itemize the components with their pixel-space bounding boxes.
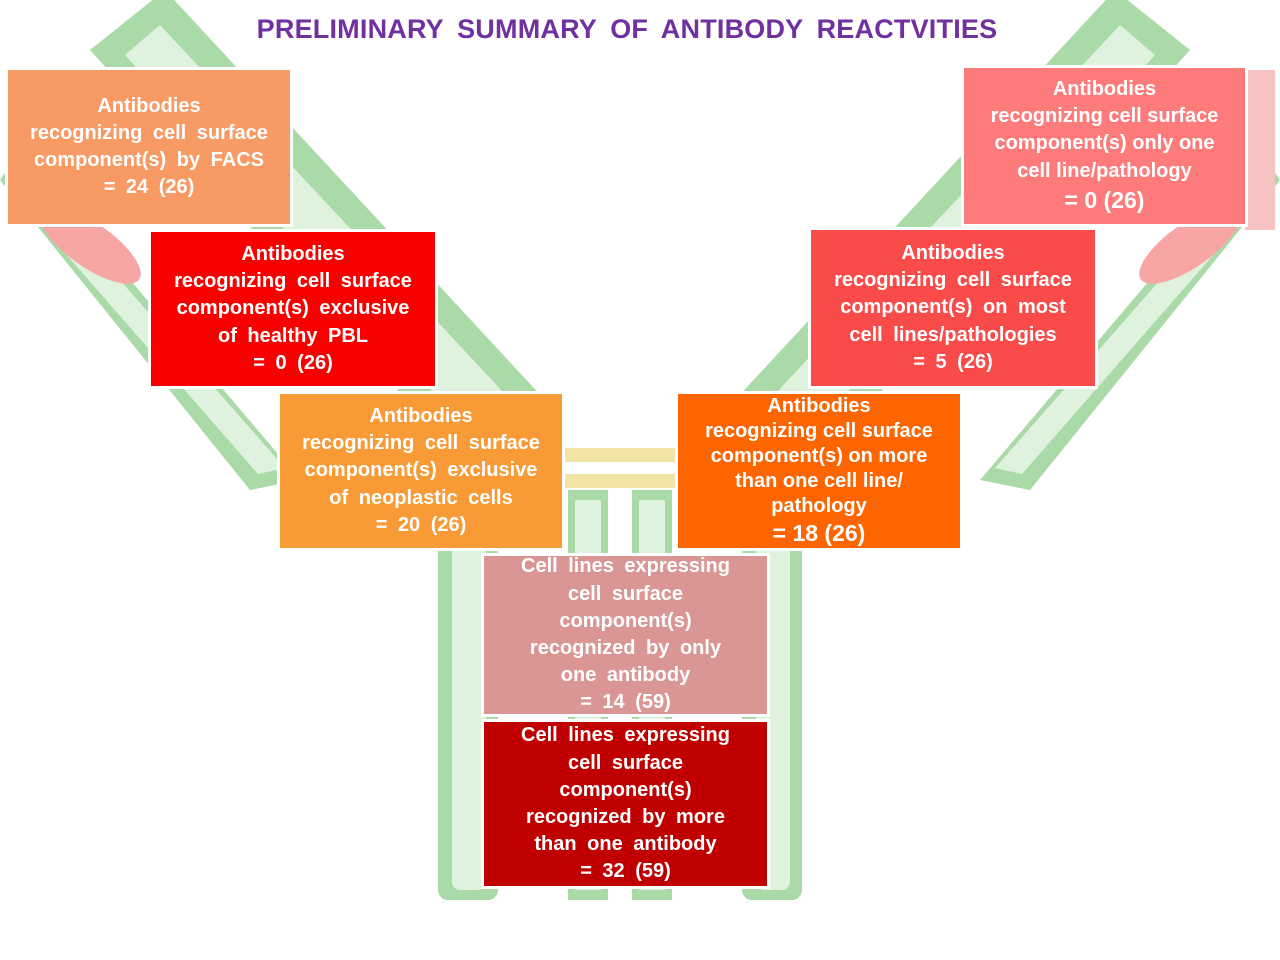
- box-cell-lines-more-than-one-antibody: Cell lines expressing cell surface compo…: [481, 719, 770, 889]
- box-line: cell line/pathology: [1017, 159, 1192, 182]
- box-line: of neoplastic cells: [329, 486, 513, 509]
- box-line: Antibodies: [369, 405, 473, 428]
- antibody-hinge-bar-bottom: [560, 474, 680, 488]
- box-antibodies-more-than-one-cell-line: Antibodies recognizing cell surface comp…: [675, 391, 963, 551]
- box-line: component(s) exclusive: [304, 459, 538, 482]
- box-line: pathology: [771, 495, 867, 518]
- box-line: Antibodies: [97, 94, 201, 117]
- page-title: PRELIMINARY SUMMARY OF ANTIBODY REACTVIT…: [256, 14, 998, 44]
- box-line: component(s) exclusive: [176, 297, 410, 320]
- box-value: = 14 (59): [580, 691, 671, 714]
- box-line: than one antibody: [534, 833, 717, 856]
- box-antibodies-only-one-cell-line: Antibodies recognizing cell surface comp…: [961, 65, 1248, 227]
- box-value: = 24 (26): [103, 176, 195, 199]
- box-line: recognized by only: [529, 637, 722, 659]
- box-line: cell lines/pathologies: [849, 323, 1057, 346]
- box-line: cell surface: [567, 582, 684, 605]
- box-line: Antibodies: [1052, 77, 1157, 100]
- box-line: Cell lines expressing: [521, 555, 730, 578]
- box-line: of healthy PBL: [217, 324, 368, 347]
- box-antibodies-most-cell-lines: Antibodies recognizing cell surface comp…: [808, 227, 1098, 389]
- box-line: cell surface: [567, 751, 684, 774]
- box-line: component(s) on more: [710, 444, 928, 467]
- box-cell-lines-one-antibody: Cell lines expressing cell surface compo…: [481, 553, 770, 717]
- box-line: recognized by more: [526, 806, 725, 828]
- antibody-right-pink-band: [1245, 70, 1275, 230]
- box-line: Antibodies: [241, 243, 345, 266]
- box-line: Antibodies: [767, 394, 871, 417]
- antibody-hinge-bar-top: [560, 448, 680, 462]
- box-line: component(s): [559, 778, 692, 801]
- box-line: recognizing cell surface: [990, 105, 1219, 128]
- box-value: = 20 (26): [375, 513, 467, 536]
- box-line: component(s) on most: [840, 296, 1066, 319]
- box-value: = 0 (26): [253, 351, 333, 374]
- box-line: component(s) only one: [994, 132, 1215, 155]
- box-antibodies-facs: Antibodies recognizing cell surface comp…: [5, 67, 293, 227]
- box-line: Antibodies: [901, 242, 1005, 265]
- box-line: recognizing cell surface: [302, 432, 540, 455]
- box-line: recognizing cell surface: [834, 269, 1072, 292]
- box-line: Cell lines expressing: [521, 724, 730, 747]
- box-value: = 0 (26): [1064, 186, 1145, 213]
- box-value: = 32 (59): [580, 860, 671, 883]
- box-antibodies-neoplastic: Antibodies recognizing cell surface comp…: [277, 391, 565, 551]
- box-line: recognizing cell surface: [30, 121, 268, 144]
- antibody-stem-left-inner: [452, 480, 486, 890]
- box-line: than one cell line/: [735, 470, 903, 493]
- box-antibodies-healthy-pbl: Antibodies recognizing cell surface comp…: [148, 229, 438, 389]
- box-line: component(s): [559, 609, 692, 632]
- box-value: = 18 (26): [772, 520, 866, 547]
- box-line: one antibody: [560, 664, 691, 687]
- box-line: recognizing cell surface: [705, 419, 933, 442]
- box-line: recognizing cell surface: [174, 270, 412, 293]
- box-line: component(s) by FACS: [33, 149, 264, 171]
- box-value: = 5 (26): [913, 350, 993, 373]
